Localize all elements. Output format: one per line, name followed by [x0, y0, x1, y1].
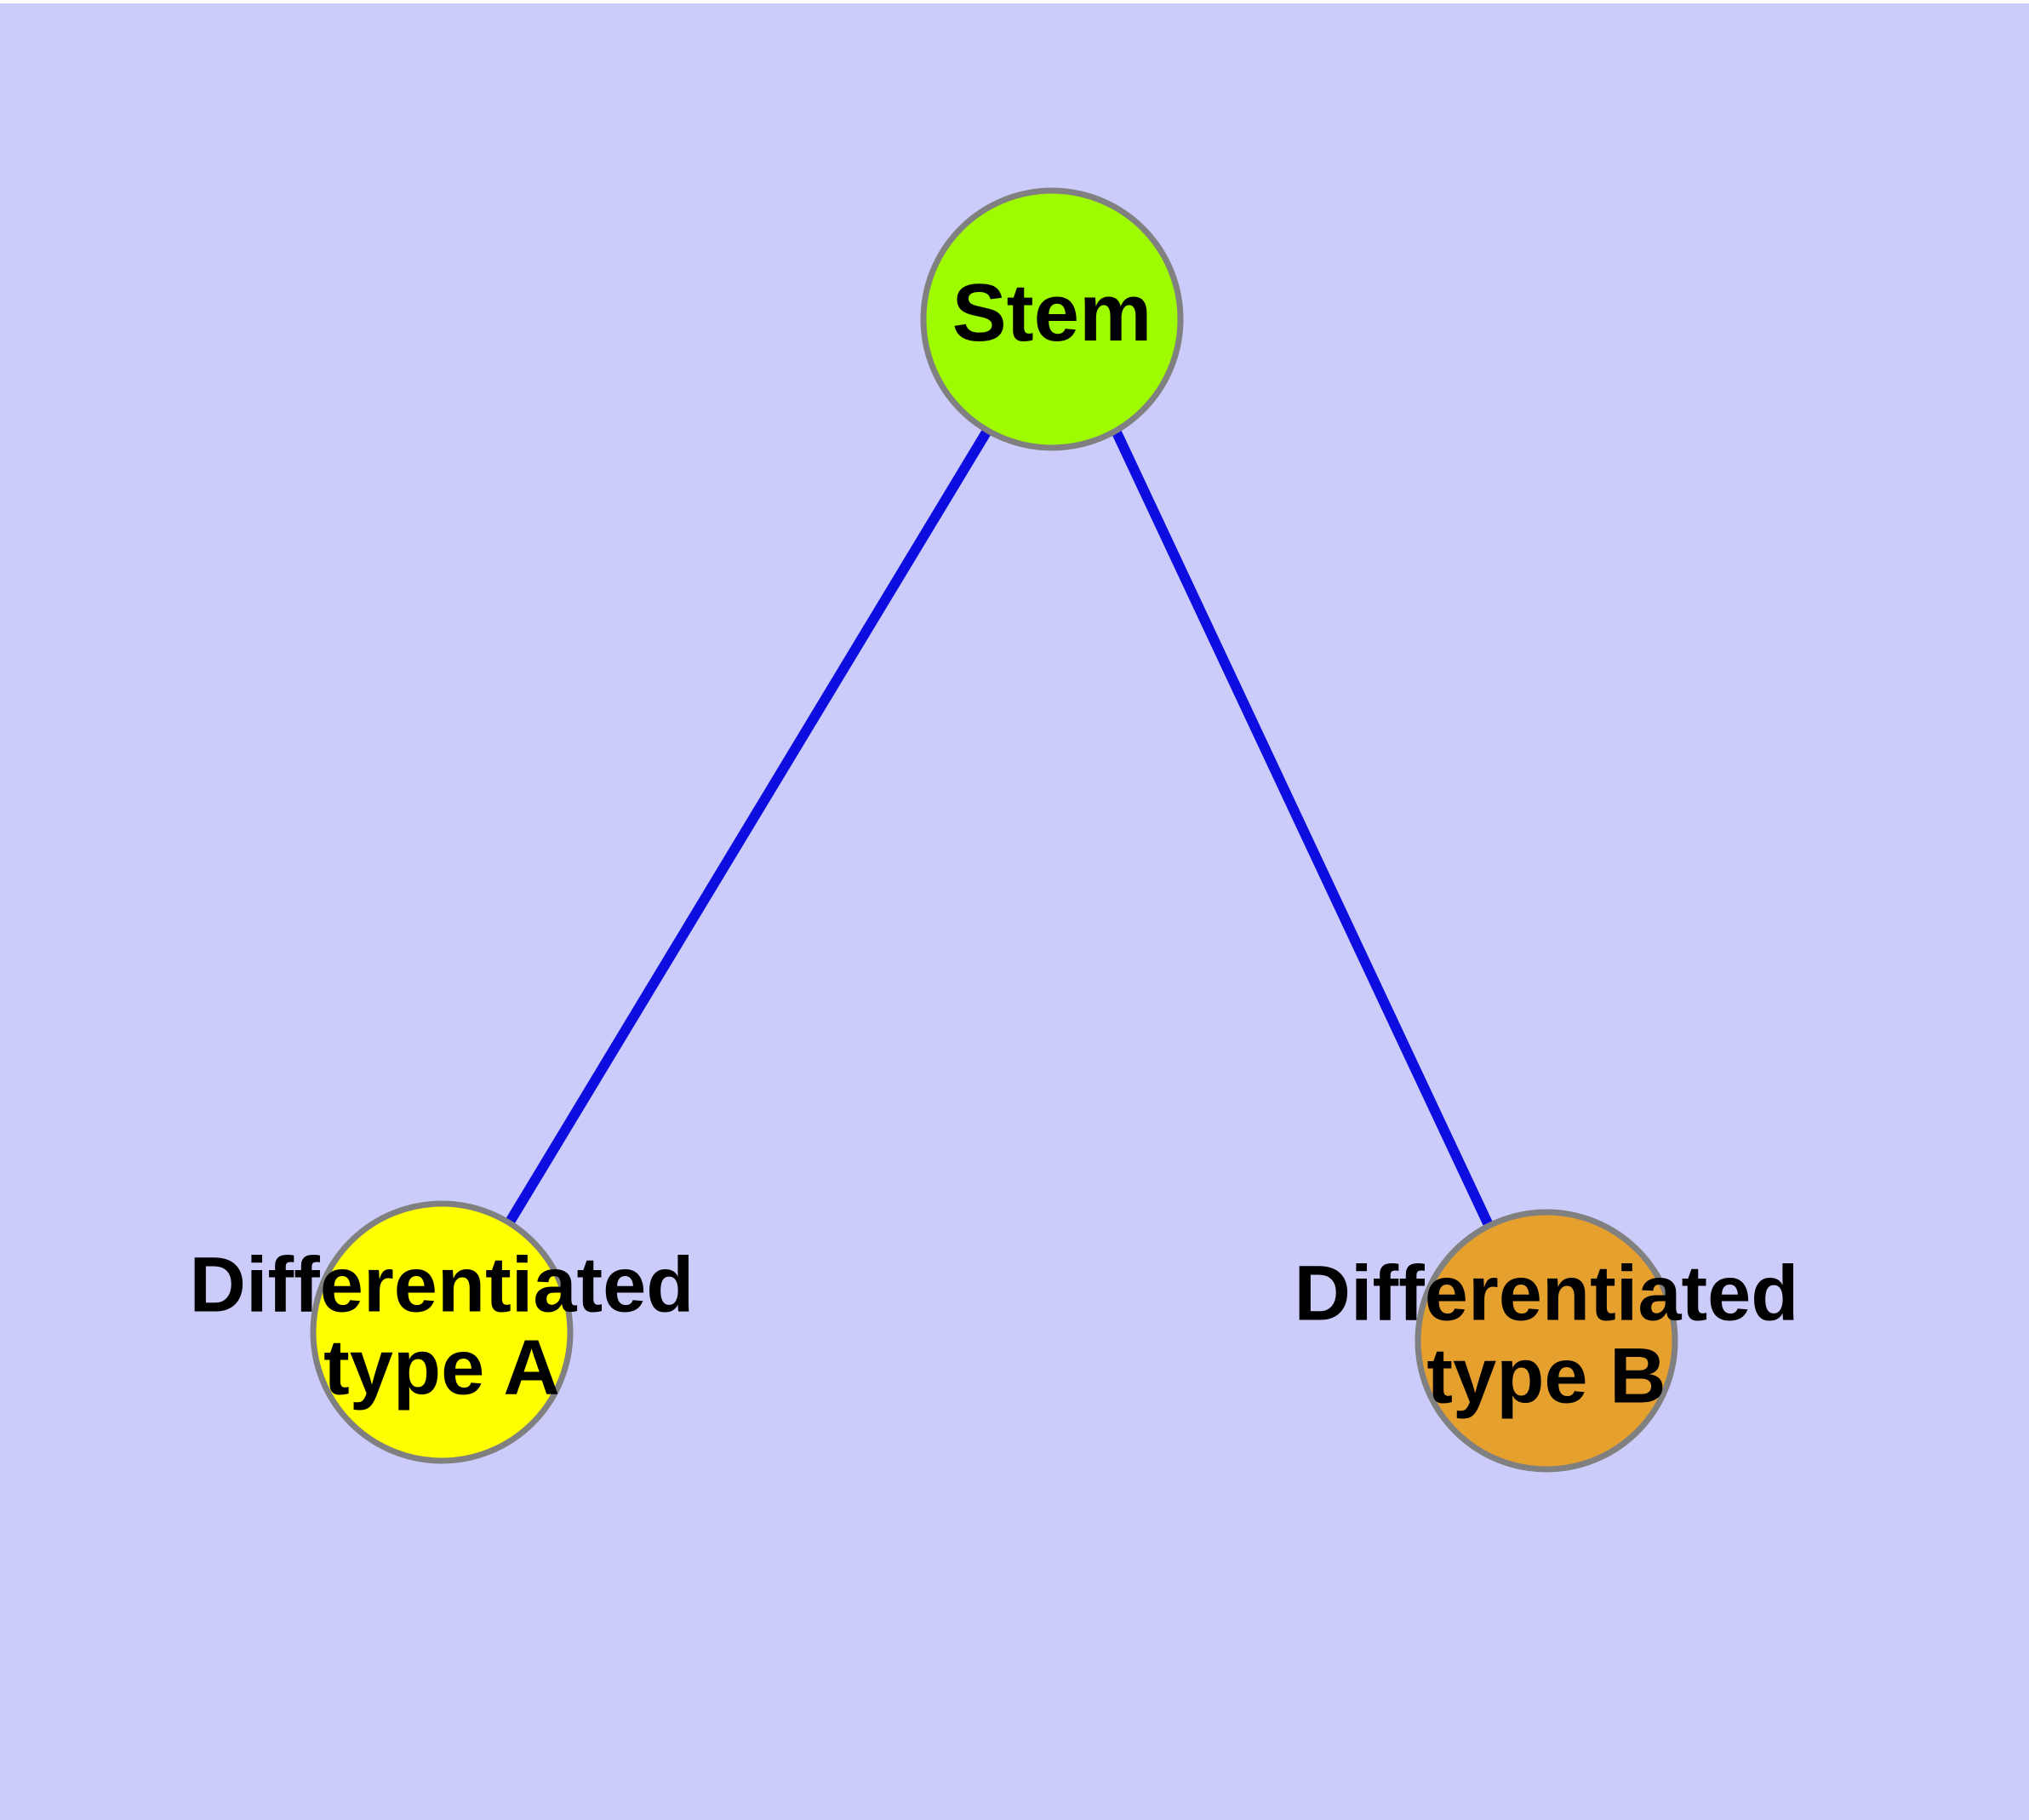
top-white-strip — [0, 0, 2029, 3]
edge-stem-to-differentiated-type-a[interactable] — [504, 427, 992, 1227]
edges-layer — [504, 427, 1493, 1227]
node-stem-label: Stem — [952, 267, 1152, 358]
node-stem[interactable]: Stem — [920, 187, 1184, 451]
node-stem-circle[interactable] — [920, 187, 1184, 451]
node-differentiated-type-a-circle[interactable] — [310, 1200, 574, 1464]
edge-stem-to-differentiated-type-b[interactable] — [1112, 430, 1493, 1226]
node-differentiated-type-b-circle[interactable] — [1415, 1209, 1678, 1473]
